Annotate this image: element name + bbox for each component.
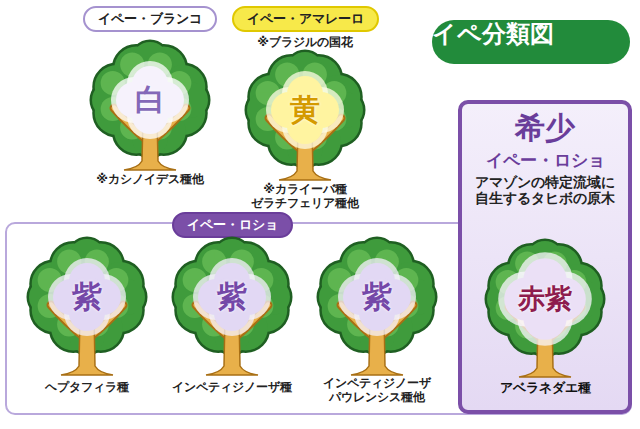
flower bbox=[193, 258, 271, 336]
flower-char: 紫 bbox=[72, 279, 102, 315]
flower bbox=[111, 61, 189, 139]
flower-center bbox=[357, 277, 397, 317]
flower bbox=[266, 71, 344, 149]
flower-center bbox=[130, 80, 170, 120]
flower-center bbox=[67, 277, 107, 317]
tree-canopy bbox=[319, 239, 435, 353]
flower-char: 白 bbox=[135, 82, 165, 118]
rare-subheading: イペー・ロショ bbox=[486, 150, 605, 170]
title-pill: イペ分類図 bbox=[432, 20, 630, 64]
species-label: ヘプタフィラ種 bbox=[45, 380, 129, 394]
rare-description: アマゾンの特定流域に 自生するタヒボの原木 bbox=[463, 174, 627, 206]
tree-canopy bbox=[247, 52, 363, 166]
group-tab: イペー・ロショ bbox=[172, 212, 293, 238]
tree-purple: 紫インペティジノーザ種 bbox=[162, 224, 302, 414]
rare-box: 希少イペー・ロショアマゾンの特定流域に 自生するタヒボの原木赤紫アベラネダエ種 bbox=[458, 100, 632, 414]
species-label: インペティジノーザ種 bbox=[172, 380, 292, 394]
species-label: インペティジノーザ パウレンシス種他 bbox=[309, 376, 445, 405]
flower-char: 紫 bbox=[362, 279, 392, 315]
tree-yellow: イペー・アマレーロ※ブラジルの国花黄※カライーバ種 ゼラチフェリア種他 bbox=[235, 0, 375, 215]
species-label: ※カライーバ種 ゼラチフェリア種他 bbox=[239, 182, 371, 211]
flower bbox=[48, 258, 126, 336]
flower bbox=[498, 252, 592, 346]
tree-red-purple: 赤紫アベラネダエ種 bbox=[475, 214, 615, 414]
group-pill: イペー・アマレーロ bbox=[232, 6, 379, 32]
group-pill: イペー・ブランコ bbox=[83, 6, 217, 32]
title-text: イペ分類図 bbox=[432, 20, 554, 49]
flower-center bbox=[212, 277, 252, 317]
tree-canopy bbox=[174, 239, 290, 353]
note-label: ※ブラジルの国花 bbox=[257, 35, 353, 49]
flower bbox=[338, 258, 416, 336]
tree-canopy bbox=[487, 241, 603, 355]
tree-white: イペー・ブランコ白 ※カシノイデス種他 bbox=[80, 0, 220, 195]
flower-char: 黄 bbox=[290, 92, 320, 128]
species-label: アベラネダエ種 bbox=[500, 380, 591, 396]
tree-purple: 紫ヘプタフィラ種 bbox=[17, 224, 157, 414]
flower-char: 紫 bbox=[217, 279, 247, 315]
flower-char: 赤紫 bbox=[518, 283, 572, 315]
tree-canopy bbox=[29, 239, 145, 353]
tree-canopy bbox=[92, 42, 208, 156]
flower-center bbox=[285, 90, 325, 130]
tree-purple: 紫インペティジノーザ パウレンシス種他 bbox=[307, 224, 447, 414]
rare-heading: 希少 bbox=[515, 110, 575, 146]
species-label: ※カシノイデス種他 bbox=[96, 172, 204, 186]
